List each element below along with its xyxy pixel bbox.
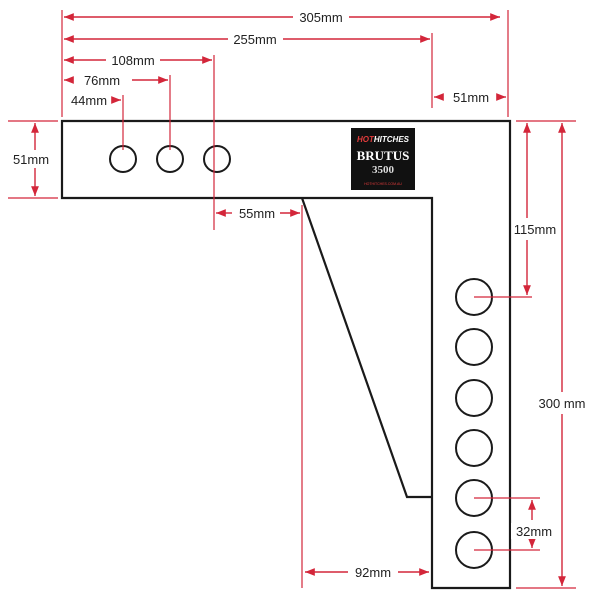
dim-bar-height: 51mm bbox=[13, 152, 49, 167]
hole-vertical-3 bbox=[455, 379, 493, 417]
dim-hole2: 76mm bbox=[84, 73, 120, 88]
dim-shank-length: 300 mm bbox=[539, 396, 586, 411]
hole-vertical-2 bbox=[455, 328, 493, 366]
brand-logo: HOTHITCHES BRUTUS 3500 HOTHITCHES.COM.AU bbox=[351, 128, 415, 190]
dim-hole1: 44mm bbox=[71, 93, 107, 108]
extension-lines bbox=[8, 10, 576, 589]
dim-shank-width: 51mm bbox=[453, 90, 489, 105]
dim-to-shank: 255mm bbox=[233, 32, 276, 47]
dim-hole-spacing: 32mm bbox=[516, 524, 552, 539]
dim-overall-length: 305mm bbox=[299, 10, 342, 25]
dim-bottom-offset: 92mm bbox=[355, 565, 391, 580]
dim-first-hole-drop: 115mm bbox=[514, 222, 556, 237]
dim-gusset-offset: 55mm bbox=[239, 206, 275, 221]
hole-vertical-4 bbox=[455, 429, 493, 467]
dim-hole3: 108mm bbox=[111, 53, 154, 68]
hole-horizontal-3 bbox=[203, 145, 231, 173]
svg-text:BRUTUS: BRUTUS bbox=[357, 148, 410, 163]
svg-text:HOTHITCHES.COM.AU: HOTHITCHES.COM.AU bbox=[364, 182, 402, 186]
svg-text:HOTHITCHES: HOTHITCHES bbox=[357, 135, 410, 144]
gusset-outline bbox=[300, 197, 432, 499]
svg-text:3500: 3500 bbox=[372, 164, 395, 176]
hitch-plate-outline bbox=[60, 119, 512, 590]
